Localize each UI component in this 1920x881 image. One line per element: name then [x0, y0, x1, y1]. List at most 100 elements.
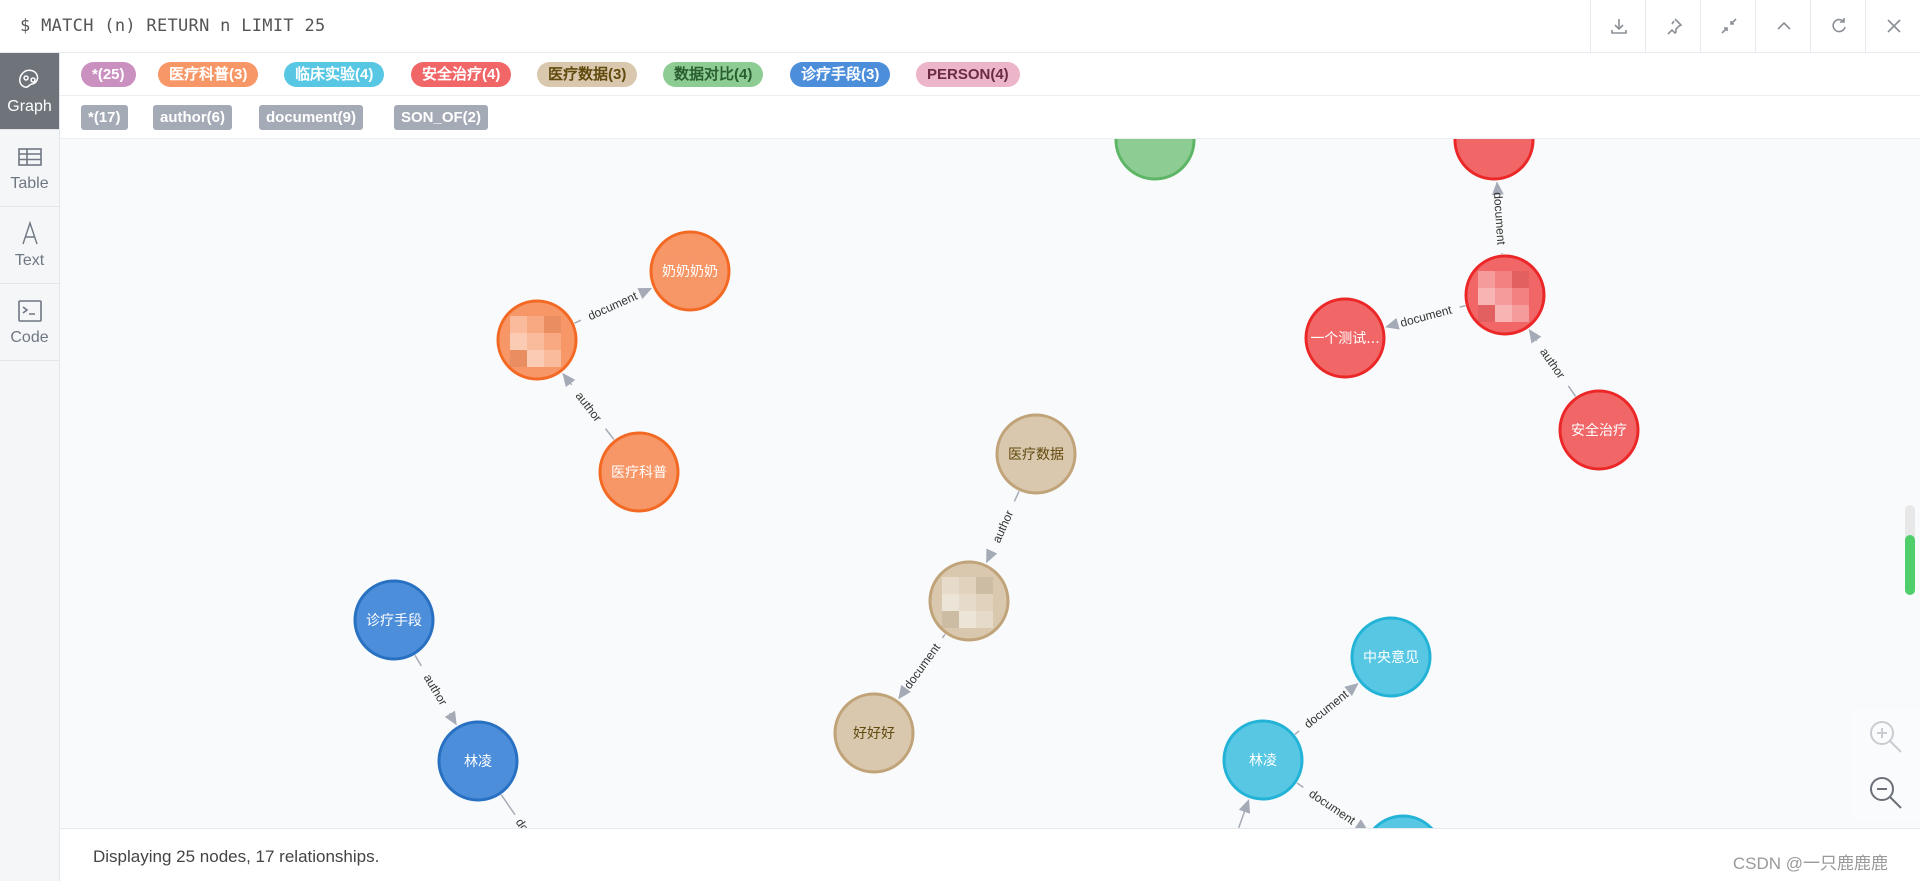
collapse-icon: [1720, 18, 1737, 34]
node-circle: [833, 692, 915, 774]
graph-node[interactable]: 中央意见: [1350, 616, 1432, 698]
zoom-out-button[interactable]: [1852, 765, 1920, 821]
zoom-in-button[interactable]: [1852, 709, 1920, 765]
relationship-line: [1385, 317, 1400, 330]
watermark: CSDN @一只鹿鹿鹿: [1732, 854, 1888, 873]
node-circle: [1372, 814, 1434, 828]
relationship-author[interactable]: author: [986, 490, 1020, 564]
download-button[interactable]: [1590, 0, 1646, 52]
node-caption: 医疗数据: [1008, 447, 1064, 463]
node-circle: [598, 431, 680, 513]
graph-node[interactable]: [1464, 254, 1546, 336]
relationship-document[interactable]: document: [1296, 782, 1369, 828]
refresh-button[interactable]: [1810, 0, 1866, 52]
relationship-document[interactable]: document: [574, 287, 653, 324]
rel-type-son-of[interactable]: SON_OF(2): [394, 105, 489, 130]
node-circle: [437, 720, 519, 802]
node-label-4[interactable]: 医疗数据(3): [537, 62, 638, 87]
sidebar-item-label: Text: [14, 252, 45, 269]
scrollbar-thumb[interactable]: [1905, 535, 1915, 595]
relationship-document[interactable]: document: [1491, 181, 1509, 255]
node-label-6[interactable]: 诊疗手段(3): [790, 62, 891, 87]
relationship-line: [1528, 329, 1542, 344]
node-circle: [1453, 139, 1535, 181]
relationship-author[interactable]: author: [414, 654, 457, 726]
graph-node[interactable]: 一个测试...: [1304, 297, 1386, 379]
close-button[interactable]: [1865, 0, 1920, 52]
node-labels-bar: *(25) 医疗科普(3) 临床实验(4) 安全治疗(4) 医疗数据(3) 数据…: [60, 53, 1920, 96]
node-caption: 林凌: [464, 754, 492, 770]
relationship-label: author: [989, 508, 1016, 545]
node-caption: 医疗科普: [611, 465, 667, 481]
relationship-line: [604, 428, 615, 441]
graph-node[interactable]: [496, 299, 578, 381]
relationship-line: [562, 372, 576, 388]
refresh-icon: [1831, 18, 1846, 33]
graph-node[interactable]: 医疗数据: [995, 413, 1077, 495]
graph-node[interactable]: [928, 560, 1010, 642]
relationship-author[interactable]: author: [1528, 329, 1577, 397]
relationship-line: [414, 654, 423, 667]
graph-node[interactable]: 医疗科普: [598, 431, 680, 513]
node-label-person[interactable]: PERSON(4): [916, 62, 1020, 87]
view-sidebar: Graph Table Text Code: [0, 53, 60, 881]
relationship-or[interactable]: or: [1220, 799, 1251, 828]
graph-node[interactable]: [1114, 139, 1196, 181]
download-icon: [1610, 19, 1627, 34]
graph-node[interactable]: [1453, 139, 1535, 181]
relationship-label: document: [1399, 302, 1454, 329]
node-label-all[interactable]: *(25): [81, 62, 136, 87]
graph-node[interactable]: 好好好: [833, 692, 915, 774]
node-label-2[interactable]: 临床实验(4): [284, 62, 385, 87]
relationship-line: [941, 633, 946, 639]
status-text: Displaying 25 nodes, 17 relationships.: [93, 847, 380, 866]
graph-node[interactable]: 林凌: [1222, 719, 1304, 801]
rel-types-bar: *(17) author(6) document(9) SON_OF(2): [60, 96, 1920, 139]
node-caption: 中央意见: [1363, 649, 1419, 666]
text-icon: [21, 220, 38, 245]
table-icon: [17, 148, 42, 166]
node-circle: [1222, 719, 1304, 801]
chevron-up-button[interactable]: [1755, 0, 1811, 52]
sidebar-item-code[interactable]: Code: [0, 284, 59, 361]
relationship-line: [1459, 304, 1466, 308]
collapse-button[interactable]: [1700, 0, 1756, 52]
node-label-3[interactable]: 安全治疗(4): [411, 62, 512, 87]
node-label-1[interactable]: 医疗科普(3): [158, 62, 259, 87]
sidebar-item-label: Graph: [7, 98, 52, 115]
graph-node[interactable]: [1364, 814, 1442, 828]
sidebar-item-table[interactable]: Table: [0, 130, 59, 207]
graph-node[interactable]: 奶奶奶奶: [649, 230, 731, 312]
result-footer: Displaying 25 nodes, 17 relationships. C…: [60, 828, 1920, 881]
relationship-line: [898, 684, 911, 700]
rel-type-all[interactable]: *(17): [81, 105, 128, 130]
relationship-label: author: [421, 671, 450, 707]
query-text[interactable]: $ MATCH (n) RETURN n LIMIT 25: [20, 16, 326, 36]
node-label-5[interactable]: 数据对比(4): [663, 62, 764, 87]
relationship-document[interactable]: document: [898, 633, 946, 700]
node-circle: [353, 579, 435, 661]
node-circle: [496, 299, 578, 381]
graph-icon: [18, 69, 38, 88]
relationship-document[interactable]: document: [1385, 302, 1466, 330]
rel-type-author[interactable]: author(6): [153, 105, 232, 130]
relationship-label: document: [901, 640, 944, 691]
graph-svg[interactable]: document document author document author auth…: [60, 139, 1920, 828]
rel-type-document[interactable]: document(9): [259, 105, 363, 130]
relationship-label: author: [1537, 345, 1568, 381]
pixelated-label: [510, 316, 561, 367]
relationship-line: [1294, 730, 1300, 735]
graph-node[interactable]: 林凌: [437, 720, 519, 802]
sidebar-item-graph[interactable]: Graph: [0, 53, 59, 130]
graph-node[interactable]: 诊疗手段: [353, 579, 435, 661]
relationship-line: [637, 287, 653, 300]
pin-button[interactable]: [1645, 0, 1701, 52]
node-caption: 好好好: [853, 726, 895, 742]
relationship-docume[interactable]: docume: [500, 794, 560, 828]
relationship-line: [1567, 385, 1577, 397]
relationship-document[interactable]: document: [1294, 683, 1359, 735]
relationship-author[interactable]: author: [562, 372, 615, 441]
graph-node[interactable]: 安全治疗: [1558, 389, 1640, 471]
graph-canvas[interactable]: document document author document author auth…: [60, 139, 1920, 828]
sidebar-item-text[interactable]: Text: [0, 207, 59, 284]
